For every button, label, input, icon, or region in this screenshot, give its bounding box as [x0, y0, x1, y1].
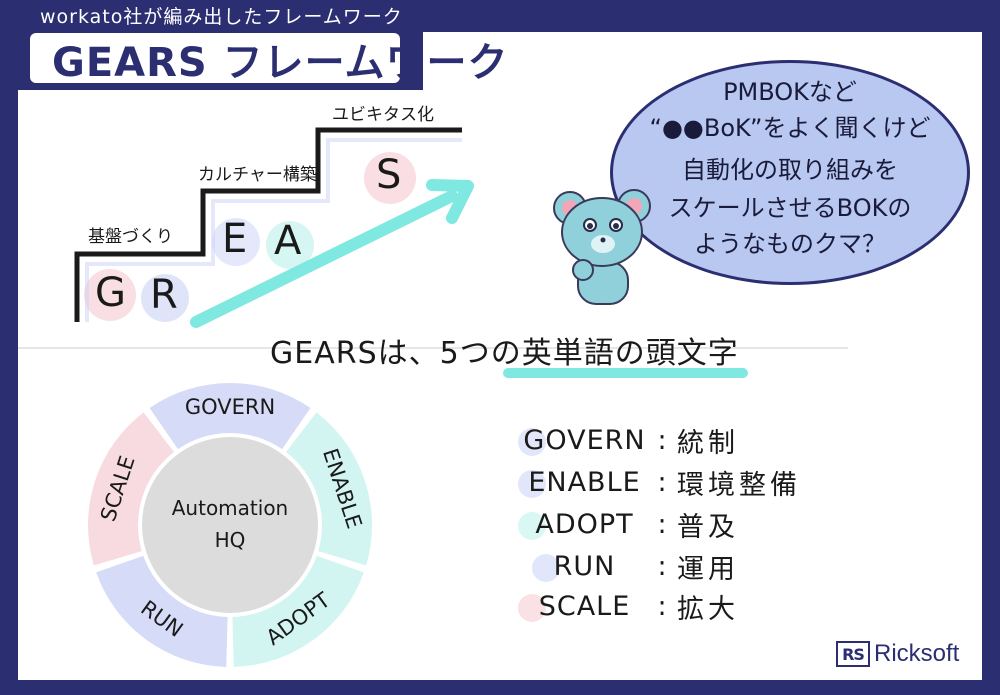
header-subtitle: workato社が編み出したフレームワーク: [40, 6, 403, 28]
growth-arrow-head: [426, 179, 474, 224]
bubble-line-1: PMBOKなど: [723, 78, 857, 106]
e-highlight: [212, 218, 260, 266]
bubble-line-2: “●●BoK”をよく聞くけど: [649, 114, 931, 142]
definition-term: SCALE: [538, 590, 631, 622]
definition-term: GOVERN: [523, 424, 646, 456]
page-title: GEARS フレームワーク: [52, 40, 509, 86]
wheel-center-label-1: Automation: [172, 496, 288, 520]
bubble-line-4: スケールさせるBOKの: [668, 194, 912, 222]
definition-dot: [518, 428, 546, 456]
wheel-segment-scale: [87, 412, 174, 566]
wheel-segment-govern: [149, 383, 311, 450]
title-panel: [30, 33, 400, 83]
definition-dot: [518, 470, 546, 498]
definition-meaning: 運用: [677, 553, 739, 585]
divider: [18, 347, 848, 349]
staircase-shadow: [85, 138, 462, 322]
staircase-line: [74, 127, 462, 322]
logo-text: Ricksoft: [874, 640, 960, 667]
definition-colon: :: [657, 424, 667, 456]
s-highlight: [364, 152, 416, 204]
ricksoft-logo: RS Ricksoft: [836, 640, 959, 668]
letter-a: A: [274, 218, 302, 264]
wheel-center-label-2: HQ: [215, 528, 246, 552]
step-label-foundation: 基盤づくり: [88, 227, 173, 247]
definition-row: GOVERN: 統制: [522, 420, 739, 460]
definition-colon: :: [657, 508, 667, 540]
definition-meaning: 普及: [677, 511, 739, 543]
definition-term: ADOPT: [535, 508, 634, 540]
wheel-segment-run: [96, 555, 228, 667]
definition-term: RUN: [553, 550, 616, 582]
wheel-segment-enable: [286, 412, 372, 566]
a-highlight: [266, 221, 314, 269]
definition-term: ENABLE: [528, 466, 641, 498]
wheel-label-govern: GOVERN: [185, 395, 275, 419]
definition-meaning: 統制: [677, 427, 739, 459]
bear-mascot-icon: [553, 189, 651, 305]
definition-dot: [518, 594, 546, 622]
r-highlight: [141, 274, 189, 322]
letter-s: S: [376, 152, 402, 198]
headline-underline: [503, 368, 748, 378]
step-label-culture: カルチャー構築: [198, 165, 317, 185]
letter-g: G: [95, 270, 126, 316]
definition-colon: :: [657, 466, 667, 498]
definition-colon: :: [657, 590, 667, 622]
wheel-segment-adopt: [232, 555, 364, 667]
headline: GEARSは、5つの英単語の頭文字: [270, 336, 739, 371]
g-highlight: [84, 269, 136, 321]
definition-row: RUN: 運用: [522, 546, 739, 586]
definition-dot: [518, 512, 546, 540]
logo-mark: RS: [836, 641, 870, 667]
letter-e: E: [222, 216, 248, 262]
step-label-ubiquity: ユビキタス化: [332, 105, 434, 125]
definition-colon: :: [657, 550, 667, 582]
definition-row: SCALE: 拡大: [522, 586, 739, 626]
definition-dot: [532, 554, 560, 582]
bubble-line-3: 自動化の取り組みを: [682, 156, 898, 184]
letter-r: R: [150, 272, 178, 318]
definition-meaning: 拡大: [677, 593, 739, 625]
wheel-center: [142, 437, 318, 613]
growth-arrow: [190, 190, 458, 328]
speech-bubble: [610, 60, 970, 285]
bubble-line-5: ようなものクマ？: [694, 230, 886, 258]
definition-row: ENABLE: 環境整備: [522, 462, 801, 502]
definition-meaning: 環境整備: [677, 469, 801, 501]
definition-row: ADOPT: 普及: [522, 504, 739, 544]
